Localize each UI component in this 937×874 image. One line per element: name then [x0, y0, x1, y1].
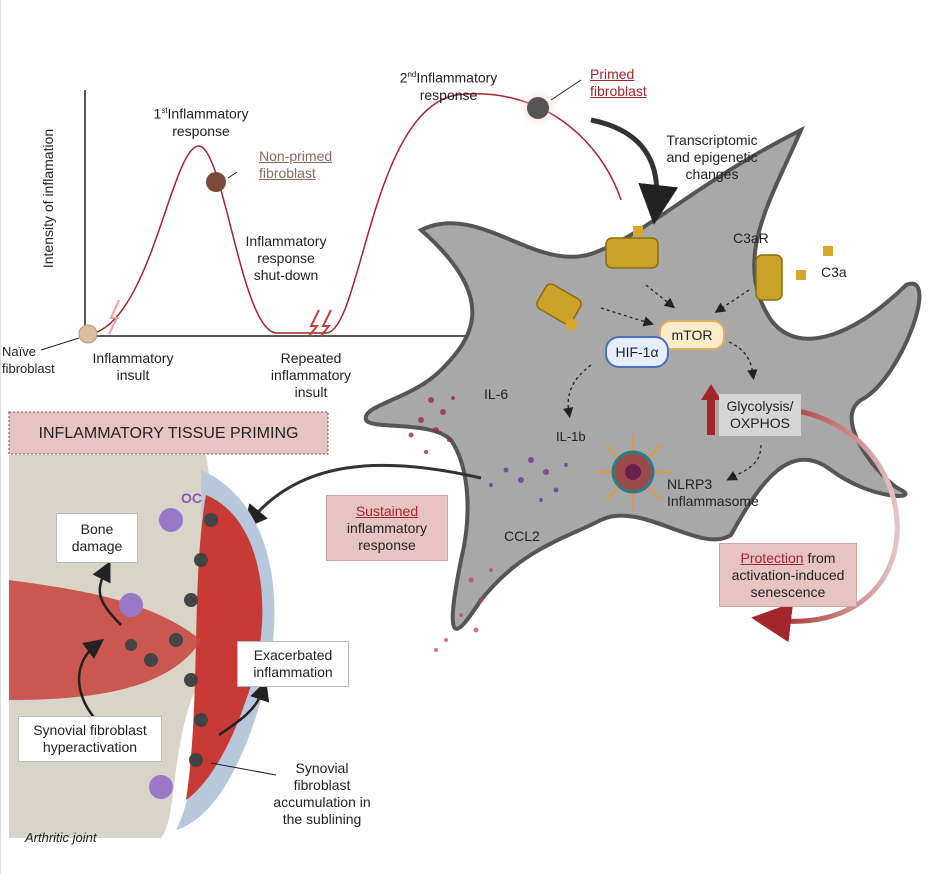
hif1a-box: HIF-1α — [605, 336, 669, 368]
oc-label: OC — [181, 490, 202, 506]
primed-fibroblast-icon — [527, 97, 549, 119]
non-primed-fibroblast-icon — [206, 172, 226, 192]
c3a-label: C3a — [821, 264, 847, 280]
tissue-priming-frame — [8, 411, 329, 455]
y-axis-label: Intensity of inflamation — [40, 128, 57, 269]
lightning-icon — [108, 299, 120, 335]
il6-label: IL-6 — [484, 386, 509, 402]
lightning-icon — [308, 309, 332, 337]
arthritic-joint-illustration — [9, 455, 277, 838]
c3ar-label: C3aR — [733, 230, 769, 246]
tissue-priming-title: INFLAMMATORY TISSUE PRIMING — [38, 424, 299, 442]
receptor-icon — [536, 237, 783, 325]
signaling-arrows — [563, 284, 762, 481]
cytokine-dots — [408, 396, 568, 652]
c3a-ligand-icon — [564, 226, 833, 333]
protection-arrow — [751, 407, 900, 643]
up-arrow-icon — [701, 384, 721, 435]
il1b-label: IL-1b — [556, 429, 586, 444]
naive-fibroblast-icon — [78, 324, 98, 344]
sustained-arrow — [243, 463, 482, 530]
transcriptomic-arrow — [590, 117, 679, 225]
inflammation-curve — [90, 93, 622, 335]
glycolysis-box: Glycolysis/OXPHOS — [719, 394, 801, 436]
mtor-box: mTOR — [659, 320, 725, 350]
ccl2-label: CCL2 — [504, 528, 540, 544]
arthritic-joint-caption: Arthritic joint — [25, 830, 97, 845]
nlrp3-inflammasome-icon — [596, 435, 671, 510]
